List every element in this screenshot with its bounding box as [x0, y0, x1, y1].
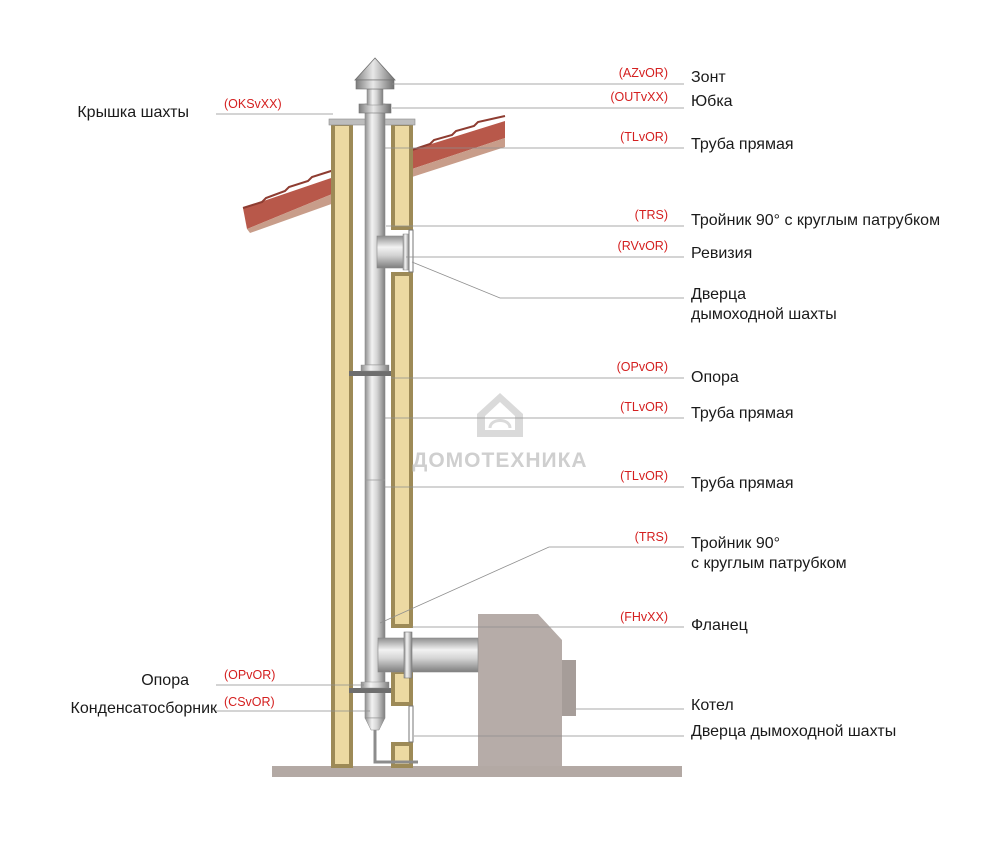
shaft-door-lower: [408, 705, 414, 743]
shaft-left-wall: [331, 122, 353, 768]
label-opora1-code: (OPvOR): [617, 360, 668, 374]
label-dverca1-line1: Дверца: [691, 286, 746, 303]
label-zont-code: (AZvOR): [619, 66, 668, 80]
leader-lines: [216, 83, 684, 737]
label-kryshka-name: Крышка шахты: [77, 104, 189, 121]
watermark: ДОМОТЕХНИКА: [412, 393, 587, 472]
skirt: [358, 103, 392, 114]
label-kotel-name: Котел: [691, 697, 734, 714]
label-kondensat-name: Конденсатосборник: [71, 700, 218, 717]
floor-slab: [272, 766, 682, 777]
label-dverca1-line2: дымоходной шахты: [691, 306, 837, 323]
label-kryshka-code: (OKSvXX): [224, 97, 282, 111]
label-troynik2-code: (TRS): [635, 530, 668, 544]
label-reviziya-name: Ревизия: [691, 245, 752, 262]
house-logo-icon: [477, 393, 523, 437]
label-opora2-code: (OPvOR): [224, 668, 275, 682]
label-truba3-name: Труба прямая: [691, 475, 794, 492]
watermark-brand: ДОМОТЕХНИКА: [412, 449, 587, 472]
condensate-collector: [364, 717, 418, 764]
label-truba1-code: (TLvOR): [620, 130, 668, 144]
boiler: [478, 614, 576, 766]
roof-right: [411, 115, 506, 177]
main-pipe: [364, 103, 386, 719]
labels-right: (AZvOR) Зонт (OUTvXX) Юбка (TLvOR) Труба…: [610, 66, 940, 740]
label-yubka-code: (OUTvXX): [610, 90, 668, 104]
labels-left: Крышка шахты (OKSvXX) Опора (OPvOR) Конд…: [71, 97, 282, 717]
support-lower: [349, 681, 391, 693]
support-upper: [349, 364, 391, 376]
roof-left: [242, 168, 338, 233]
lower-tee-connector: [377, 631, 479, 679]
label-truba1-name: Труба прямая: [691, 136, 794, 153]
label-flanec-name: Фланец: [691, 617, 748, 634]
label-kondensat-code: (CSvOR): [224, 695, 275, 709]
shaft-door-upper: [408, 229, 414, 273]
label-opora2-name: Опора: [141, 672, 189, 689]
tee-revision: [376, 233, 410, 271]
label-troynik2-line2: с круглым патрубком: [691, 555, 847, 572]
label-truba2-name: Труба прямая: [691, 405, 794, 422]
label-dverca2-name: Дверца дымоходной шахты: [691, 723, 896, 740]
label-flanec-code: (FHvXX): [620, 610, 668, 624]
label-reviziya-code: (RVvOR): [618, 239, 668, 253]
label-troynik2-line1: Тройник 90°: [691, 535, 780, 552]
label-troynik1-code: (TRS): [635, 208, 668, 222]
label-troynik1-name: Тройник 90° с круглым патрубком: [691, 212, 940, 229]
label-opora1-name: Опора: [691, 369, 739, 386]
rain-cap: [354, 57, 396, 106]
label-yubka-name: Юбка: [691, 93, 733, 110]
label-truba3-code: (TLvOR): [620, 469, 668, 483]
label-zont-name: Зонт: [691, 69, 726, 86]
label-truba2-code: (TLvOR): [620, 400, 668, 414]
